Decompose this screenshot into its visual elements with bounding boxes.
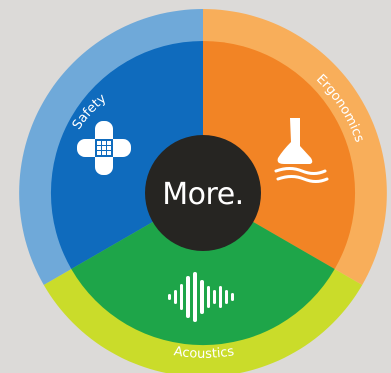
bandage-cross-icon [77,121,131,175]
sound-wave-icon [168,272,234,322]
center-circle [145,135,261,251]
center-label: More. [162,177,243,212]
acoustics-inner-segment [71,193,335,346]
acoustics-label: Acoustics [173,344,236,362]
foot-comfort-icon [274,118,329,183]
